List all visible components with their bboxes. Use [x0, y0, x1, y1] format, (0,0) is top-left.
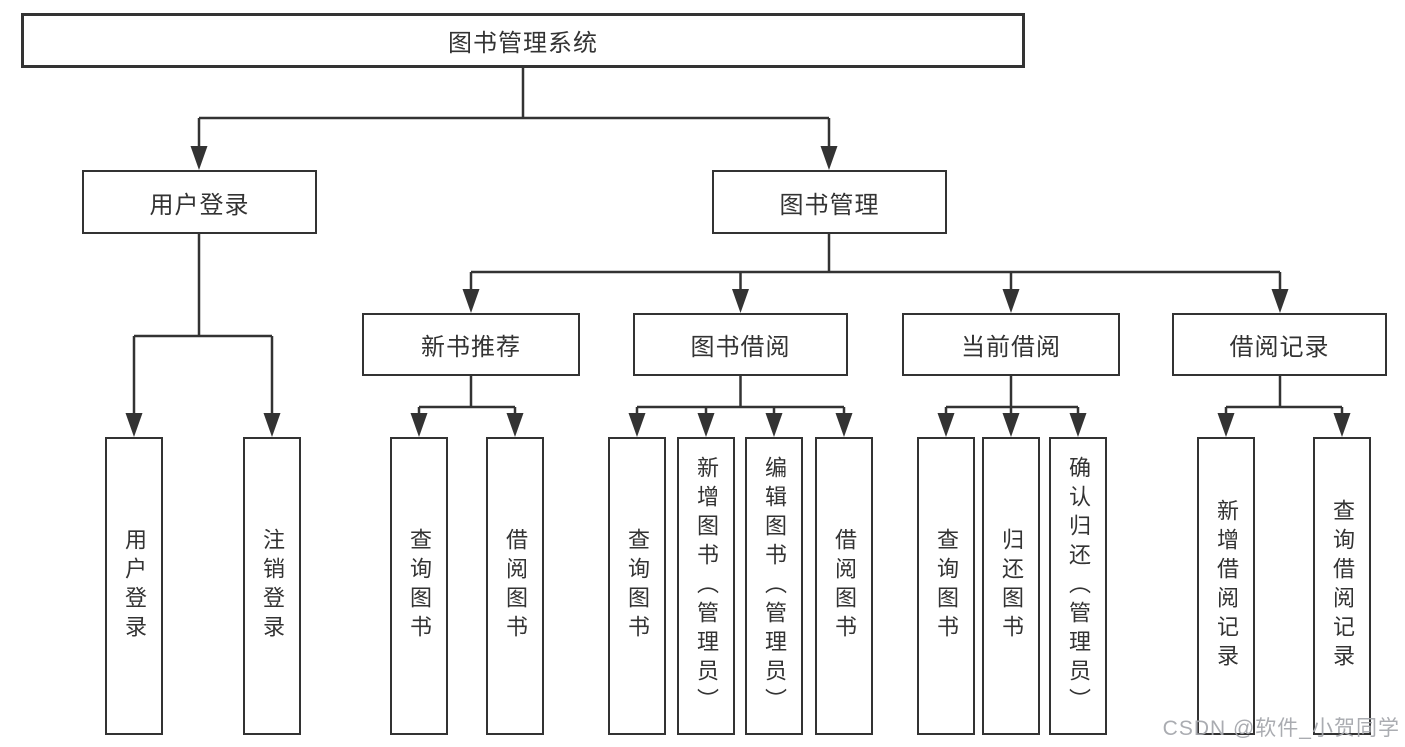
leaf-newbook-query-books-label: 查询图书 — [407, 528, 432, 644]
leaf-logout-label: 注销登录 — [260, 528, 285, 644]
leaf-records-query-record-label: 查询借阅记录 — [1330, 499, 1355, 673]
node-current-borrowing-label: 当前借阅 — [961, 334, 1061, 361]
node-new-book-recommend: 新书推荐 — [362, 313, 580, 376]
leaf-records-add-record-label: 新增借阅记录 — [1214, 499, 1239, 673]
leaf-borrow-borrow-books-label: 借阅图书 — [832, 528, 857, 644]
node-borrow-records: 借阅记录 — [1172, 313, 1387, 376]
node-user-login-label: 用户登录 — [149, 191, 250, 219]
node-book-borrowing-label: 图书借阅 — [690, 334, 791, 361]
node-current-borrowing: 当前借阅 — [902, 313, 1120, 376]
leaf-borrow-borrow-books: 借阅图书 — [815, 437, 873, 735]
node-new-book-recommend-label: 新书推荐 — [421, 334, 521, 361]
leaf-newbook-borrow-books: 借阅图书 — [486, 437, 544, 735]
leaf-current-confirm-return-admin: 确认归还（管理员） — [1049, 437, 1107, 735]
leaf-borrow-query-books: 查询图书 — [608, 437, 666, 735]
leaf-records-add-record: 新增借阅记录 — [1197, 437, 1255, 735]
leaf-records-query-record: 查询借阅记录 — [1313, 437, 1371, 735]
node-borrow-records-label: 借阅记录 — [1229, 334, 1330, 361]
node-book-borrowing: 图书借阅 — [633, 313, 848, 376]
leaf-user-login: 用户登录 — [105, 437, 163, 735]
arrowheads — [125, 146, 1351, 437]
leaf-newbook-query-books: 查询图书 — [390, 437, 448, 735]
leaf-current-confirm-return-admin-label: 确认归还（管理员） — [1066, 455, 1091, 717]
leaf-current-return-books: 归还图书 — [982, 437, 1040, 735]
leaf-current-return-books-label: 归还图书 — [999, 528, 1024, 644]
leaf-user-login-label: 用户登录 — [122, 528, 147, 644]
leaf-current-query-books-label: 查询图书 — [934, 528, 959, 644]
node-user-login: 用户登录 — [82, 170, 317, 234]
node-book-management: 图书管理 — [712, 170, 947, 234]
node-library-system-label: 图书管理系统 — [448, 30, 598, 57]
node-book-management-label: 图书管理 — [779, 191, 880, 219]
leaf-borrow-edit-books-admin-label: 编辑图书（管理员） — [762, 455, 787, 717]
leaf-current-query-books: 查询图书 — [917, 437, 975, 735]
leaf-borrow-add-books-admin: 新增图书（管理员） — [677, 437, 735, 735]
leaf-logout: 注销登录 — [243, 437, 301, 735]
node-library-system: 图书管理系统 — [21, 13, 1025, 68]
leaf-borrow-add-books-admin-label: 新增图书（管理员） — [694, 455, 719, 717]
leaf-borrow-edit-books-admin: 编辑图书（管理员） — [745, 437, 803, 735]
leaf-newbook-borrow-books-label: 借阅图书 — [503, 528, 528, 644]
connector-lines — [132, 68, 1344, 418]
leaf-borrow-query-books-label: 查询图书 — [625, 528, 650, 644]
watermark: CSDN @软件_小贺同学 — [1162, 717, 1400, 740]
